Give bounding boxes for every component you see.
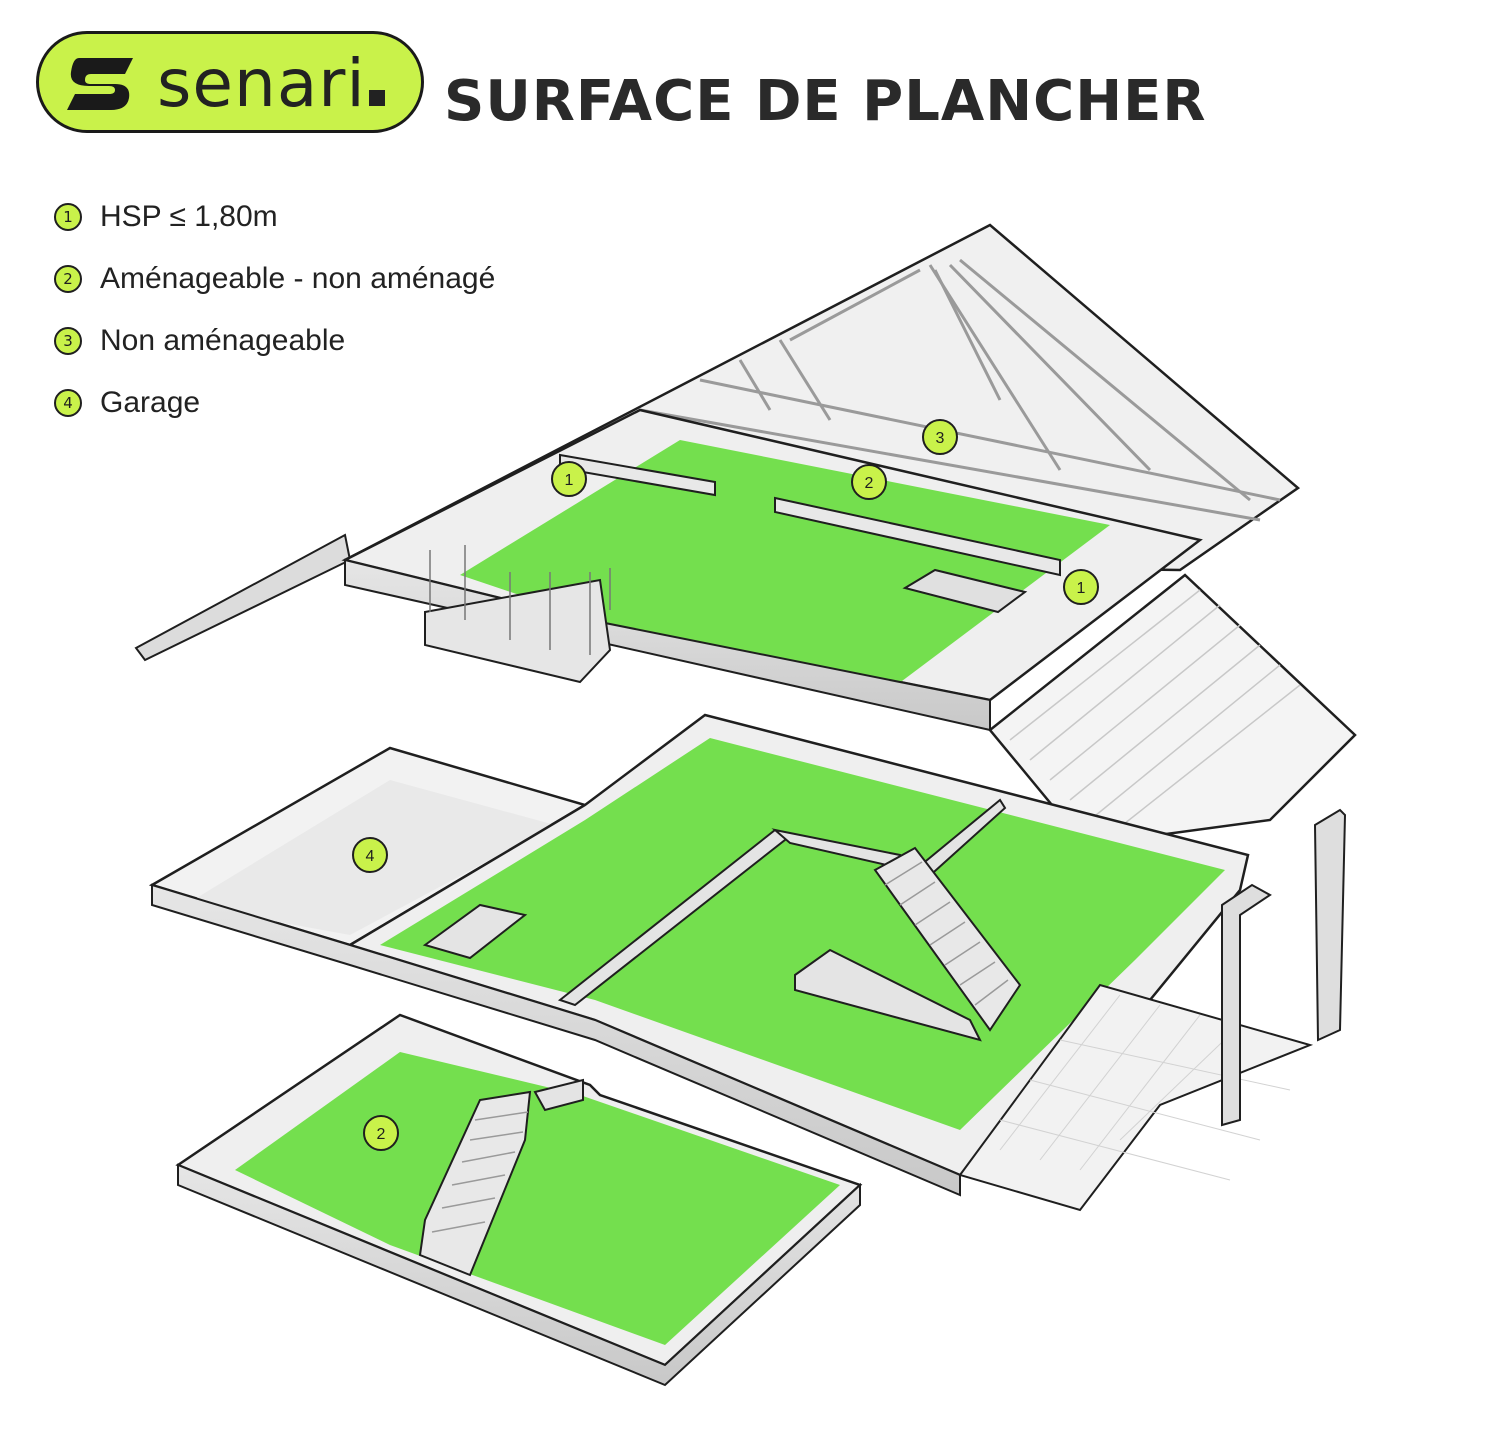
legend-badge: 4 bbox=[54, 389, 82, 417]
legend-label: Non aménageable bbox=[100, 324, 346, 357]
attic-stair-opening bbox=[902, 568, 1028, 614]
zone-marker: 2 bbox=[363, 1115, 399, 1151]
zone-marker-label: 1 bbox=[565, 472, 574, 489]
zone-marker-label: 1 bbox=[1077, 580, 1086, 597]
terrace-post bbox=[1313, 808, 1347, 1042]
terrace-post bbox=[1221, 883, 1272, 1127]
basement-wall bbox=[533, 1078, 584, 1112]
zone-marker-label: 4 bbox=[366, 848, 375, 865]
brand-name: senari bbox=[157, 44, 385, 124]
zone-marker: 3 bbox=[922, 419, 958, 455]
legend-badge: 1 bbox=[54, 203, 82, 231]
legend-item: 4 Garage bbox=[54, 372, 495, 434]
legend-label: HSP ≤ 1,80m bbox=[100, 200, 278, 233]
legend-item: 2 Aménageable - non aménagé bbox=[54, 248, 495, 310]
terrace-tiles bbox=[999, 994, 1291, 1181]
zone-marker: 2 bbox=[851, 464, 887, 500]
basement-slab-edge bbox=[177, 1163, 861, 1387]
legend-item: 3 Non aménageable bbox=[54, 310, 495, 372]
legend-label: Garage bbox=[100, 386, 201, 419]
stair-steps bbox=[884, 861, 1009, 1006]
attic-green-area bbox=[460, 440, 1110, 690]
zone-marker-label: 2 bbox=[865, 475, 874, 492]
page-title: SURFACE DE PLANCHER bbox=[444, 69, 1207, 134]
ground-slab-edge bbox=[151, 883, 961, 1197]
brand-dot bbox=[368, 90, 385, 106]
glass-railing bbox=[429, 545, 611, 655]
interior-wall bbox=[794, 948, 982, 1042]
roof-overhang-left bbox=[134, 533, 352, 662]
ground-staircase bbox=[873, 846, 1022, 1032]
zone-marker-label: 2 bbox=[377, 1126, 386, 1143]
zone-marker: 4 bbox=[352, 837, 388, 873]
legend-badge: 2 bbox=[54, 265, 82, 293]
ground-green-area bbox=[380, 738, 1225, 1130]
attic-wall bbox=[774, 496, 1061, 577]
zone-marker: 1 bbox=[1063, 569, 1099, 605]
zone-marker-label: 3 bbox=[936, 430, 945, 447]
stair-steps bbox=[431, 1111, 529, 1233]
senari-logo: senari bbox=[36, 31, 424, 133]
roof-trusses bbox=[639, 258, 1281, 522]
legend-label: Aménageable - non aménagé bbox=[100, 262, 496, 295]
s-logo-icon bbox=[67, 58, 133, 110]
legend-item: 1 HSP ≤ 1,80m bbox=[54, 186, 495, 248]
roof-tile-lines bbox=[1009, 589, 1301, 836]
stair-opening bbox=[422, 903, 528, 960]
legend-badge: 3 bbox=[54, 327, 82, 355]
legend: 1 HSP ≤ 1,80m 2 Aménageable - non aménag… bbox=[54, 186, 495, 434]
zone-marker: 1 bbox=[551, 461, 587, 497]
balcony bbox=[424, 578, 612, 684]
